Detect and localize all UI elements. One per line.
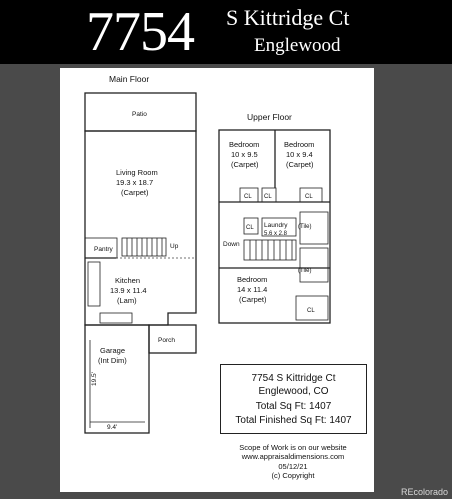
garage-width-label: 9.4' bbox=[107, 424, 117, 431]
kitchen-name: Kitchen bbox=[115, 276, 140, 285]
closet-1 bbox=[239, 187, 259, 203]
pantry-label: Pantry bbox=[94, 246, 114, 253]
street-name: S Kittridge Ct bbox=[226, 5, 350, 30]
bedroom2-name: Bedroom bbox=[284, 140, 314, 149]
laundry-dims: 5.6 x 2.8 bbox=[264, 231, 288, 237]
garage-name: Garage bbox=[100, 346, 125, 355]
city-name: Englewood bbox=[254, 35, 341, 56]
bedroom3-dims: 14 x 11.4 bbox=[237, 285, 267, 294]
bedroom2-dims: 10 x 9.4 bbox=[286, 150, 313, 159]
kitchen-floor: (Lam) bbox=[117, 296, 137, 305]
bath-2-label: (Tile) bbox=[298, 268, 311, 274]
living-room-dims: 19.3 x 18.7 bbox=[116, 178, 153, 187]
closet-5 bbox=[295, 295, 329, 321]
stairs-down-label: Down bbox=[223, 241, 240, 248]
copyright-text: (c) Copyright bbox=[271, 471, 315, 480]
garage-depth-label: 19.5' bbox=[91, 372, 98, 386]
bedroom1-name: Bedroom bbox=[229, 140, 259, 149]
website-text: www.appraisaldimensions.com bbox=[241, 452, 345, 461]
garage-outline bbox=[84, 324, 150, 434]
scope-of-work-text: Scope of Work is on our website bbox=[239, 443, 347, 452]
closet-1-label: CL bbox=[244, 194, 252, 200]
living-room-floor: (Carpet) bbox=[121, 188, 149, 197]
closet-3-label: CL bbox=[305, 194, 313, 200]
stairs-up-label: Up bbox=[170, 243, 179, 250]
upper-floor-label: Upper Floor bbox=[247, 112, 292, 122]
kitchen-sink bbox=[99, 312, 133, 324]
bath-2 bbox=[299, 247, 329, 283]
closet-4-label: CL bbox=[246, 225, 254, 231]
bedroom3-floor: (Carpet) bbox=[239, 295, 267, 304]
kitchen-counter bbox=[87, 261, 101, 307]
info-total-sqft: Total Sq Ft: 1407 bbox=[255, 401, 332, 412]
bedroom2-floor: (Carpet) bbox=[286, 160, 314, 169]
property-info-box: 7754 S Kittridge Ct Englewood, CO Total … bbox=[220, 364, 367, 434]
living-room-name: Living Room bbox=[116, 168, 158, 177]
plan-date: 05/12/21 bbox=[278, 462, 308, 471]
closet-4 bbox=[243, 217, 259, 235]
main-floor-label: Main Floor bbox=[109, 74, 149, 84]
address-number: 7754 bbox=[86, 1, 195, 63]
info-city: Englewood, CO bbox=[258, 386, 329, 397]
closet-2 bbox=[261, 187, 277, 203]
main-stairs bbox=[121, 237, 167, 257]
bath-1 bbox=[299, 211, 329, 245]
bedroom1-floor: (Carpet) bbox=[231, 160, 259, 169]
info-total-finished-sqft: Total Finished Sq Ft: 1407 bbox=[235, 415, 352, 426]
recolorado-watermark: REcolorado bbox=[400, 487, 448, 497]
kitchen-dims: 13.9 x 11.4 bbox=[110, 286, 147, 295]
laundry-name: Laundry bbox=[264, 222, 288, 229]
bath-1-label: (Tile) bbox=[298, 224, 311, 230]
garage-sub: (Int Dim) bbox=[98, 356, 127, 365]
closet-5-label: CL bbox=[307, 308, 315, 314]
laundry-outline bbox=[261, 217, 297, 237]
bedroom3-name: Bedroom bbox=[237, 275, 267, 284]
closet-2-label: CL bbox=[264, 194, 272, 200]
closet-3 bbox=[299, 187, 323, 203]
patio-label: Patio bbox=[132, 111, 147, 118]
porch-label: Porch bbox=[158, 337, 175, 344]
bedroom1-dims: 10 x 9.5 bbox=[231, 150, 258, 159]
pantry-outline bbox=[84, 237, 118, 259]
listing-header: 7754 S Kittridge Ct Englewood bbox=[0, 0, 452, 64]
main-floor-outline bbox=[84, 130, 197, 326]
upper-stairs bbox=[243, 239, 297, 261]
info-address: 7754 S Kittridge Ct bbox=[251, 373, 336, 384]
